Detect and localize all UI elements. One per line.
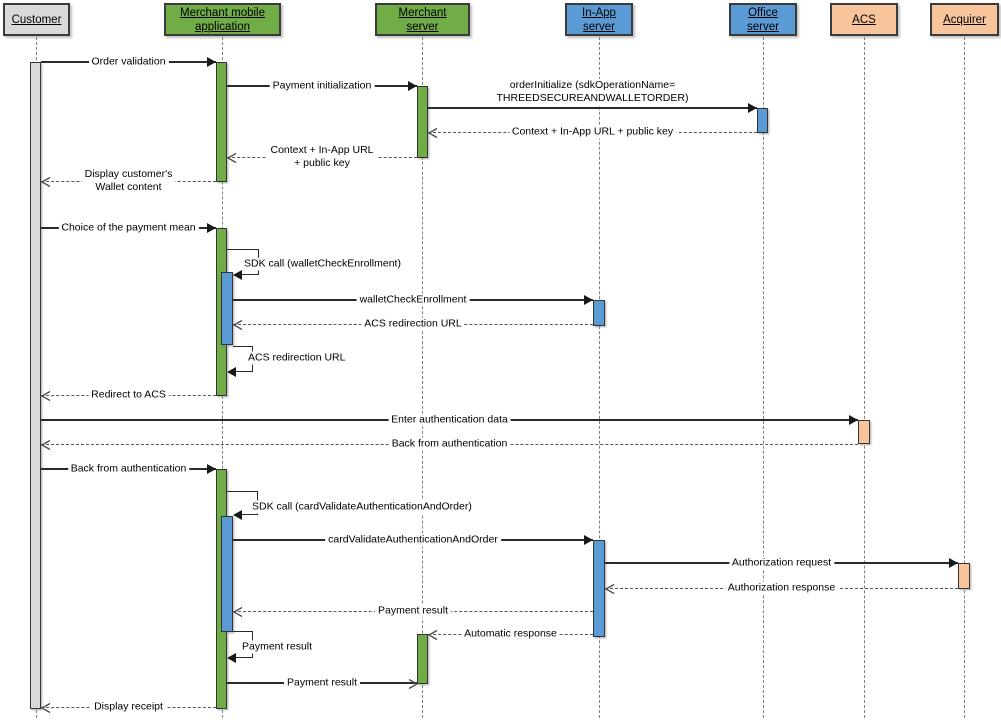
actor-label-office-server: Office server: [747, 6, 779, 33]
activation-bar-acquirer: [958, 563, 970, 589]
self-message-line: [235, 657, 253, 658]
arrowhead-open-icon: [40, 701, 52, 714]
actor-label-merchant-mobile-application: Merchant mobile application: [179, 6, 265, 33]
arrowhead-filled-icon: [233, 270, 242, 280]
arrowhead-filled-icon: [584, 295, 593, 305]
lifeline-office-server: [762, 37, 764, 718]
arrowhead-filled-icon: [748, 103, 757, 113]
arrowhead-filled-icon: [207, 464, 216, 474]
arrowhead-open-icon: [226, 151, 238, 164]
arrowhead-filled-icon: [949, 558, 958, 568]
message-label: walletCheckEnrollment: [356, 293, 470, 307]
activation-bar-customer: [30, 62, 41, 709]
activation-bar-merchant-mobile-application: [221, 516, 233, 632]
message-label: Back from authentication: [67, 462, 190, 476]
message-label: orderInitialize (sdkOperationName= THREE…: [493, 79, 692, 105]
message-label: Payment result: [374, 604, 452, 618]
lifeline-in-app-server: [598, 37, 600, 718]
lifeline-acs: [863, 37, 865, 718]
arrowhead-open-icon: [232, 605, 244, 618]
arrowhead-filled-icon: [233, 510, 242, 520]
lifeline-acquirer: [963, 37, 965, 718]
actor-box-office-server: Office server: [729, 3, 797, 36]
message-label: cardValidateAuthenticationAndOrder: [325, 533, 501, 547]
message-label: Payment initialization: [269, 79, 375, 93]
activation-bar-merchant-server: [417, 86, 428, 158]
actor-label-acs: ACS: [852, 13, 876, 26]
arrowhead-filled-icon: [408, 81, 417, 91]
arrowhead-filled-icon: [227, 653, 236, 663]
message-label: Choice of the payment mean: [58, 221, 199, 235]
arrowhead-open-icon: [232, 318, 244, 331]
self-message-line: [241, 514, 258, 515]
arrowhead-filled-icon: [584, 535, 593, 545]
self-message-line: [227, 249, 259, 250]
message-label: Display customer's Wallet content: [81, 168, 176, 194]
arrowhead-filled-icon: [227, 367, 236, 377]
arrowhead-open-icon: [40, 175, 52, 188]
actor-box-customer: Customer: [3, 3, 70, 36]
arrowhead-open-icon: [604, 582, 616, 595]
actor-box-merchant-mobile-application: Merchant mobile application: [164, 3, 281, 36]
message-label: Authorization response: [724, 581, 839, 595]
activation-bar-in-app-server: [593, 300, 605, 326]
arrowhead-open-icon: [407, 677, 419, 690]
message-label: Redirect to ACS: [88, 388, 169, 402]
self-message-label: SDK call (walletCheckEnrollment): [242, 257, 403, 271]
arrowhead-filled-icon: [207, 57, 216, 67]
actor-label-merchant-server: Merchant server: [398, 6, 447, 33]
message-label: Enter authentication data: [388, 413, 511, 427]
self-message-line: [241, 274, 259, 275]
activation-bar-merchant-server: [417, 634, 428, 684]
self-message-label: ACS redirection URL: [246, 351, 348, 365]
actor-box-merchant-server: Merchant server: [375, 3, 470, 36]
message-label: Authorization request: [728, 556, 835, 570]
message-label: Context + In-App URL + public key: [267, 144, 377, 170]
arrowhead-filled-icon: [207, 223, 216, 233]
actor-box-acquirer: Acquirer: [930, 3, 999, 36]
lifeline-merchant-server: [421, 37, 423, 718]
self-message-line: [233, 631, 253, 632]
arrowhead-open-icon: [427, 628, 439, 641]
activation-bar-acs: [858, 420, 870, 444]
self-message-line: [235, 371, 253, 372]
actor-box-acs: ACS: [830, 3, 898, 36]
actor-box-in-app-server: In-App server: [565, 3, 633, 36]
message-label: Automatic response: [461, 627, 560, 641]
activation-bar-office-server: [757, 108, 768, 133]
message-label: Payment result: [283, 676, 361, 690]
activation-bar-in-app-server: [593, 540, 605, 637]
message-label: Back from authentication: [388, 437, 511, 451]
message-label: Display receipt: [91, 700, 166, 714]
message-label: ACS redirection URL: [361, 317, 465, 331]
activation-bar-merchant-mobile-application: [216, 62, 227, 182]
arrowhead-filled-icon: [849, 415, 858, 425]
activation-bar-merchant-mobile-application: [221, 272, 233, 345]
arrowhead-open-icon: [40, 389, 52, 402]
arrowhead-open-icon: [40, 438, 52, 451]
message-label: Order validation: [88, 55, 169, 69]
actor-label-in-app-server: In-App server: [582, 6, 616, 33]
message-line: [428, 107, 757, 109]
self-message-line: [227, 491, 258, 492]
actor-label-customer: Customer: [11, 13, 62, 26]
arrowhead-open-icon: [427, 126, 439, 139]
message-label: Context + In-App URL + public key: [508, 125, 677, 139]
self-message-label: SDK call (cardValidateAuthenticationAndO…: [250, 500, 474, 514]
self-message-line: [233, 346, 253, 347]
self-message-label: Payment result: [240, 640, 315, 654]
actor-label-acquirer: Acquirer: [943, 13, 986, 26]
